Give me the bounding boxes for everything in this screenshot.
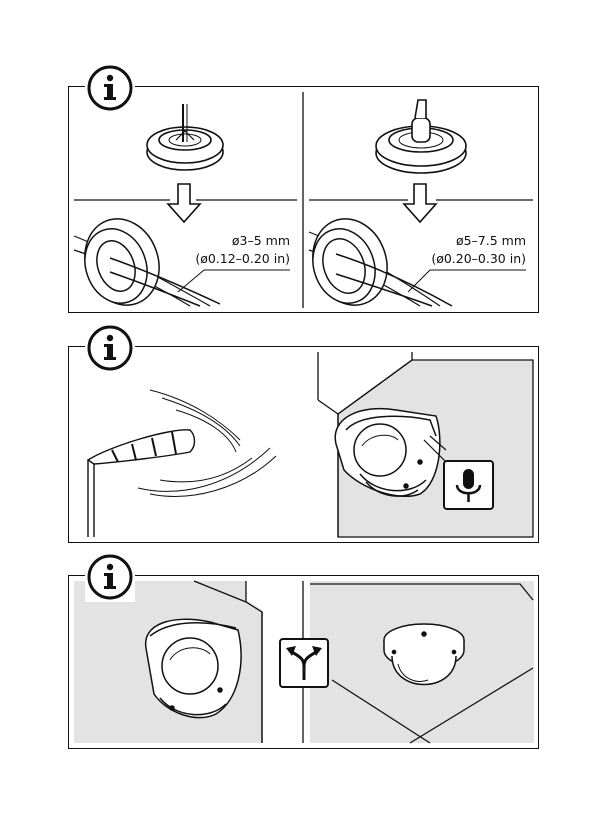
down-arrow-right [404,184,436,222]
grommet-small-cable [147,104,223,170]
microphone-icon [444,461,493,509]
diameter-in-label: (ø0.12–0.20 in) [176,250,290,268]
down-arrow-left [168,184,200,222]
cable-diameter-large: ø5–7.5 mm (ø0.20–0.30 in) [402,232,526,268]
grommet-large-cable [376,100,466,173]
cable-diameter-small: ø3–5 mm (ø0.12–0.20 in) [176,232,290,268]
diameter-mm-label: ø3–5 mm [176,232,290,250]
leader-line-right [408,270,526,292]
wind-sock-post [88,430,195,537]
leader-line-left [178,270,290,292]
diameter-in-label: (ø0.20–0.30 in) [402,250,526,268]
info-icon [85,323,135,373]
info-icon [85,552,135,602]
diameter-mm-label: ø5–7.5 mm [402,232,526,250]
alternative-route-icon [280,639,328,687]
info-icon [85,63,135,113]
